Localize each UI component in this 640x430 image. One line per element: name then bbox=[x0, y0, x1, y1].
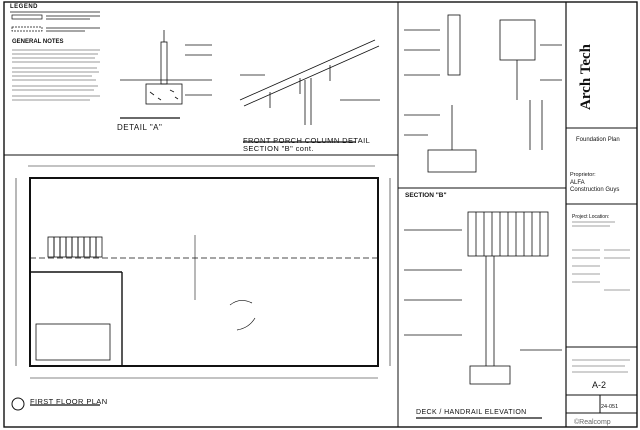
general-notes-text bbox=[12, 49, 100, 101]
legend-block bbox=[10, 11, 100, 32]
project-location-label: Project Location: bbox=[572, 214, 610, 220]
owner-name: ALFA bbox=[570, 180, 585, 186]
porch-detail-drawing bbox=[239, 39, 380, 143]
section-b-title: SECTION "B" bbox=[405, 192, 447, 199]
section-b-upper-drawing bbox=[404, 14, 562, 173]
logo-text: Arch Tech bbox=[578, 44, 594, 110]
sheet-number: A-2 bbox=[592, 380, 607, 390]
floor-plan-drawing bbox=[11, 165, 391, 411]
porch-detail-title: FRONT PORCH COLUMN DETAIL bbox=[243, 136, 371, 145]
general-notes-title: GENERAL NOTES bbox=[12, 39, 64, 45]
legend-title: LEGEND bbox=[10, 4, 39, 10]
deck-elevation-title: DECK / HANDRAIL ELEVATION bbox=[416, 409, 527, 416]
architect-logo: Arch Tech bbox=[572, 10, 632, 115]
porch-detail-subtitle: SECTION "B" cont. bbox=[243, 144, 314, 153]
title-block-text-lines bbox=[572, 221, 630, 373]
floor-plan-title: FIRST FLOOR PLAN bbox=[30, 397, 108, 406]
sheet-border bbox=[3, 1, 638, 428]
watermark: ©Realcomp bbox=[574, 419, 611, 426]
proprietor-label: Proprietor: bbox=[570, 172, 596, 178]
plan-name: Foundation Plan bbox=[576, 137, 620, 143]
deck-elevation-drawing bbox=[404, 211, 562, 419]
detail-a-drawing bbox=[120, 30, 212, 119]
detail-a-title: DETAIL "A" bbox=[117, 123, 163, 132]
owner-company: Construction Guys bbox=[570, 187, 620, 193]
job-number: 24-051 bbox=[601, 404, 619, 410]
